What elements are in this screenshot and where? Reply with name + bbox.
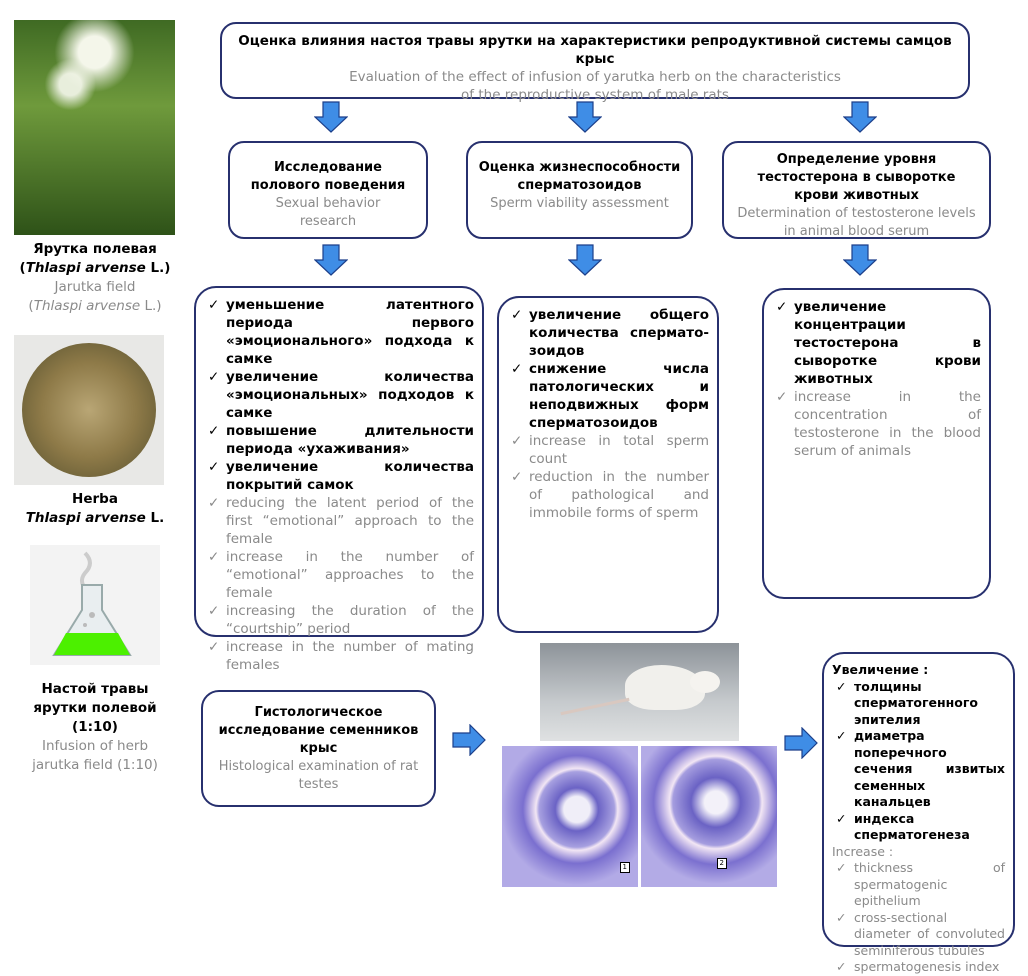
plant-name-en: Jarutka field [54,279,136,295]
list-item-en: increase in the concentration of testost… [772,388,981,460]
plant-photo [14,20,175,235]
list-item-en: cross-sectional diameter of convoluted s… [832,910,1005,960]
list-item-ru: увеличение количества «эмоциональных» по… [204,368,474,422]
herba-photo [14,335,164,485]
micrograph-label-2: 2 [716,858,727,869]
flask-icon [30,545,160,665]
list-item-ru: индекса сперматогенеза [832,811,1005,844]
results-list-testosterone: увеличение концентрации тестостерона в с… [762,288,991,599]
list-item-ru: повышение длительности периода «ухаживан… [204,422,474,458]
arrow-down-icon [568,101,602,133]
results-list-sperm-viability: увеличение общего количества спермато-зо… [497,296,719,633]
list-item-en: reduction in the number of pathological … [507,468,709,522]
plant-caption: Ярутка полевая (Thlaspi arvense L.) Jaru… [10,240,180,316]
micrograph-1: 1 [502,746,638,887]
list-item-en: increase in the number of “emotional” ap… [204,548,474,602]
arrow-right-icon [452,724,486,756]
list-item-en: increase in total sperm count [507,432,709,468]
main-goal-box: Оценка влияния настоя травы ярутки на ха… [220,22,970,103]
arrow-down-icon [314,244,348,276]
list-item-en: spermatogenesis index [832,959,1005,976]
histology-box: Гистологическое исследование семенников … [201,690,436,807]
micrograph-2: 2 [641,746,777,887]
list-item-en: increase in the number of mating females [204,638,474,674]
result-title-en: Increase : [832,843,894,859]
branch-box-testosterone: Определение уровня тестостерона в сыворо… [722,141,991,239]
arrow-down-icon [843,244,877,276]
herba-caption: Herba Thlaspi arvense L. [25,491,165,526]
plant-name-ru: Ярутка полевая [33,241,157,257]
list-item-ru: увеличение количества покрытий самок [204,458,474,494]
list-item-ru: толщины сперматогенного эпителия [832,679,1005,729]
results-list-sexual-behavior: уменьшение латентного периода первого «э… [194,286,484,673]
list-item-ru: снижение числа патологических и неподвиж… [507,360,709,432]
result-title-ru: Увеличение : [832,662,929,677]
list-item-ru: диаметра поперечного сечения извитых сем… [832,728,1005,811]
list-item-ru: увеличение концентрации тестостерона в с… [772,298,981,388]
micrograph-label-1: 1 [619,862,630,873]
list-item-en: reducing the latent period of the first … [204,494,474,548]
list-item-en: increasing the duration of the “courtshi… [204,602,474,638]
list-item-en: thickness of spermatogenic epithelium [832,860,1005,910]
histology-results-list: Увеличение : толщины сперматогенного эпит… [822,652,1015,975]
list-item-ru: уменьшение латентного периода первого «э… [204,296,474,368]
infusion-caption: Настой травы ярутки полевой (1:10) Infus… [32,681,158,773]
arrow-down-icon [314,101,348,133]
arrow-right-icon [784,727,818,759]
arrow-down-icon [568,244,602,276]
arrow-down-icon [843,101,877,133]
list-item-ru: увеличение общего количества спермато-зо… [507,306,709,360]
rat-photo [540,643,739,741]
